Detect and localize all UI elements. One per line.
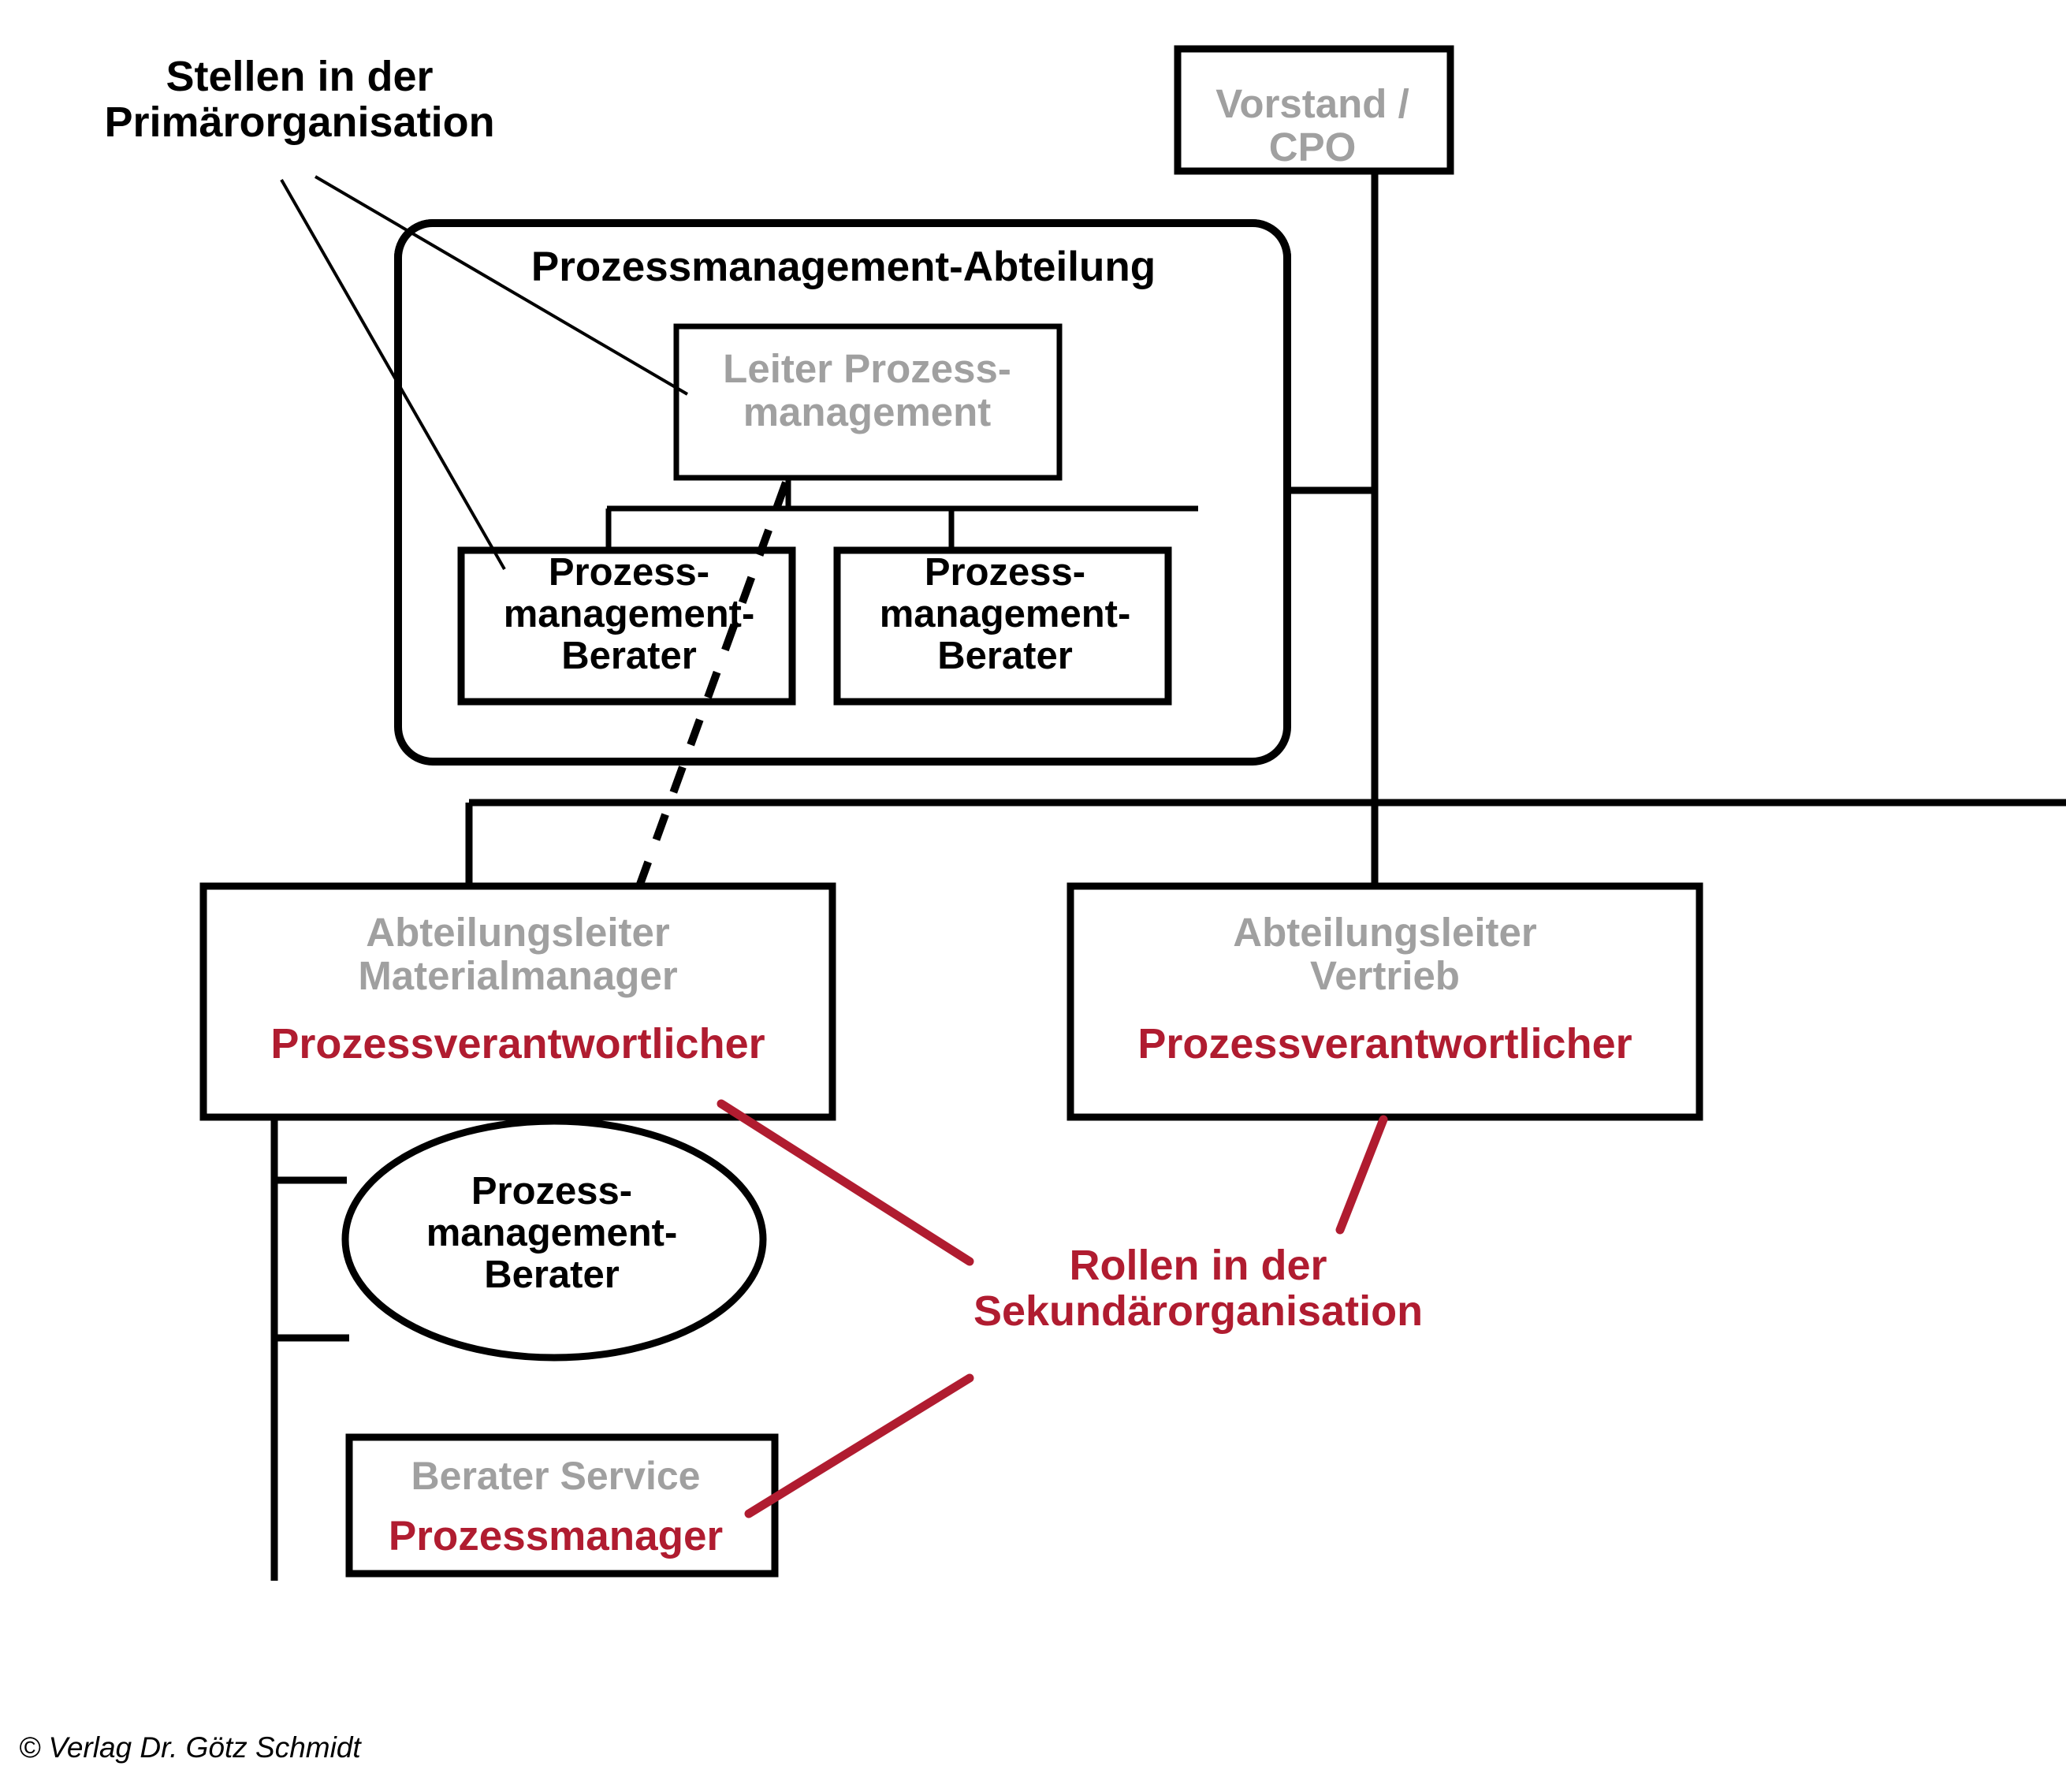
copyright-notice: © Verlag Dr. Götz Schmidt	[19, 1731, 361, 1764]
abteilungsleiter-vertrieb-box[interactable]	[1067, 882, 1703, 1121]
primary-leader-line-1	[280, 179, 506, 570]
berater-2-box[interactable]	[833, 546, 1172, 706]
leiter-prozessmanagement-box[interactable]	[673, 323, 1063, 481]
abteilungsleiter-materialmanager-box[interactable]	[199, 882, 836, 1121]
prozessmanagement-berater-ellipse[interactable]	[341, 1117, 767, 1362]
vorstand-box[interactable]	[1174, 45, 1454, 175]
functional-dashed-link	[635, 481, 790, 890]
role-leader-line-service	[744, 1373, 974, 1518]
role-leader-line-material	[717, 1099, 974, 1266]
berater-service-box[interactable]	[345, 1433, 779, 1578]
primary-leader-line-2	[314, 175, 689, 396]
berater-1-box[interactable]	[457, 546, 796, 706]
role-leader-line-vertrieb	[1335, 1115, 1388, 1235]
